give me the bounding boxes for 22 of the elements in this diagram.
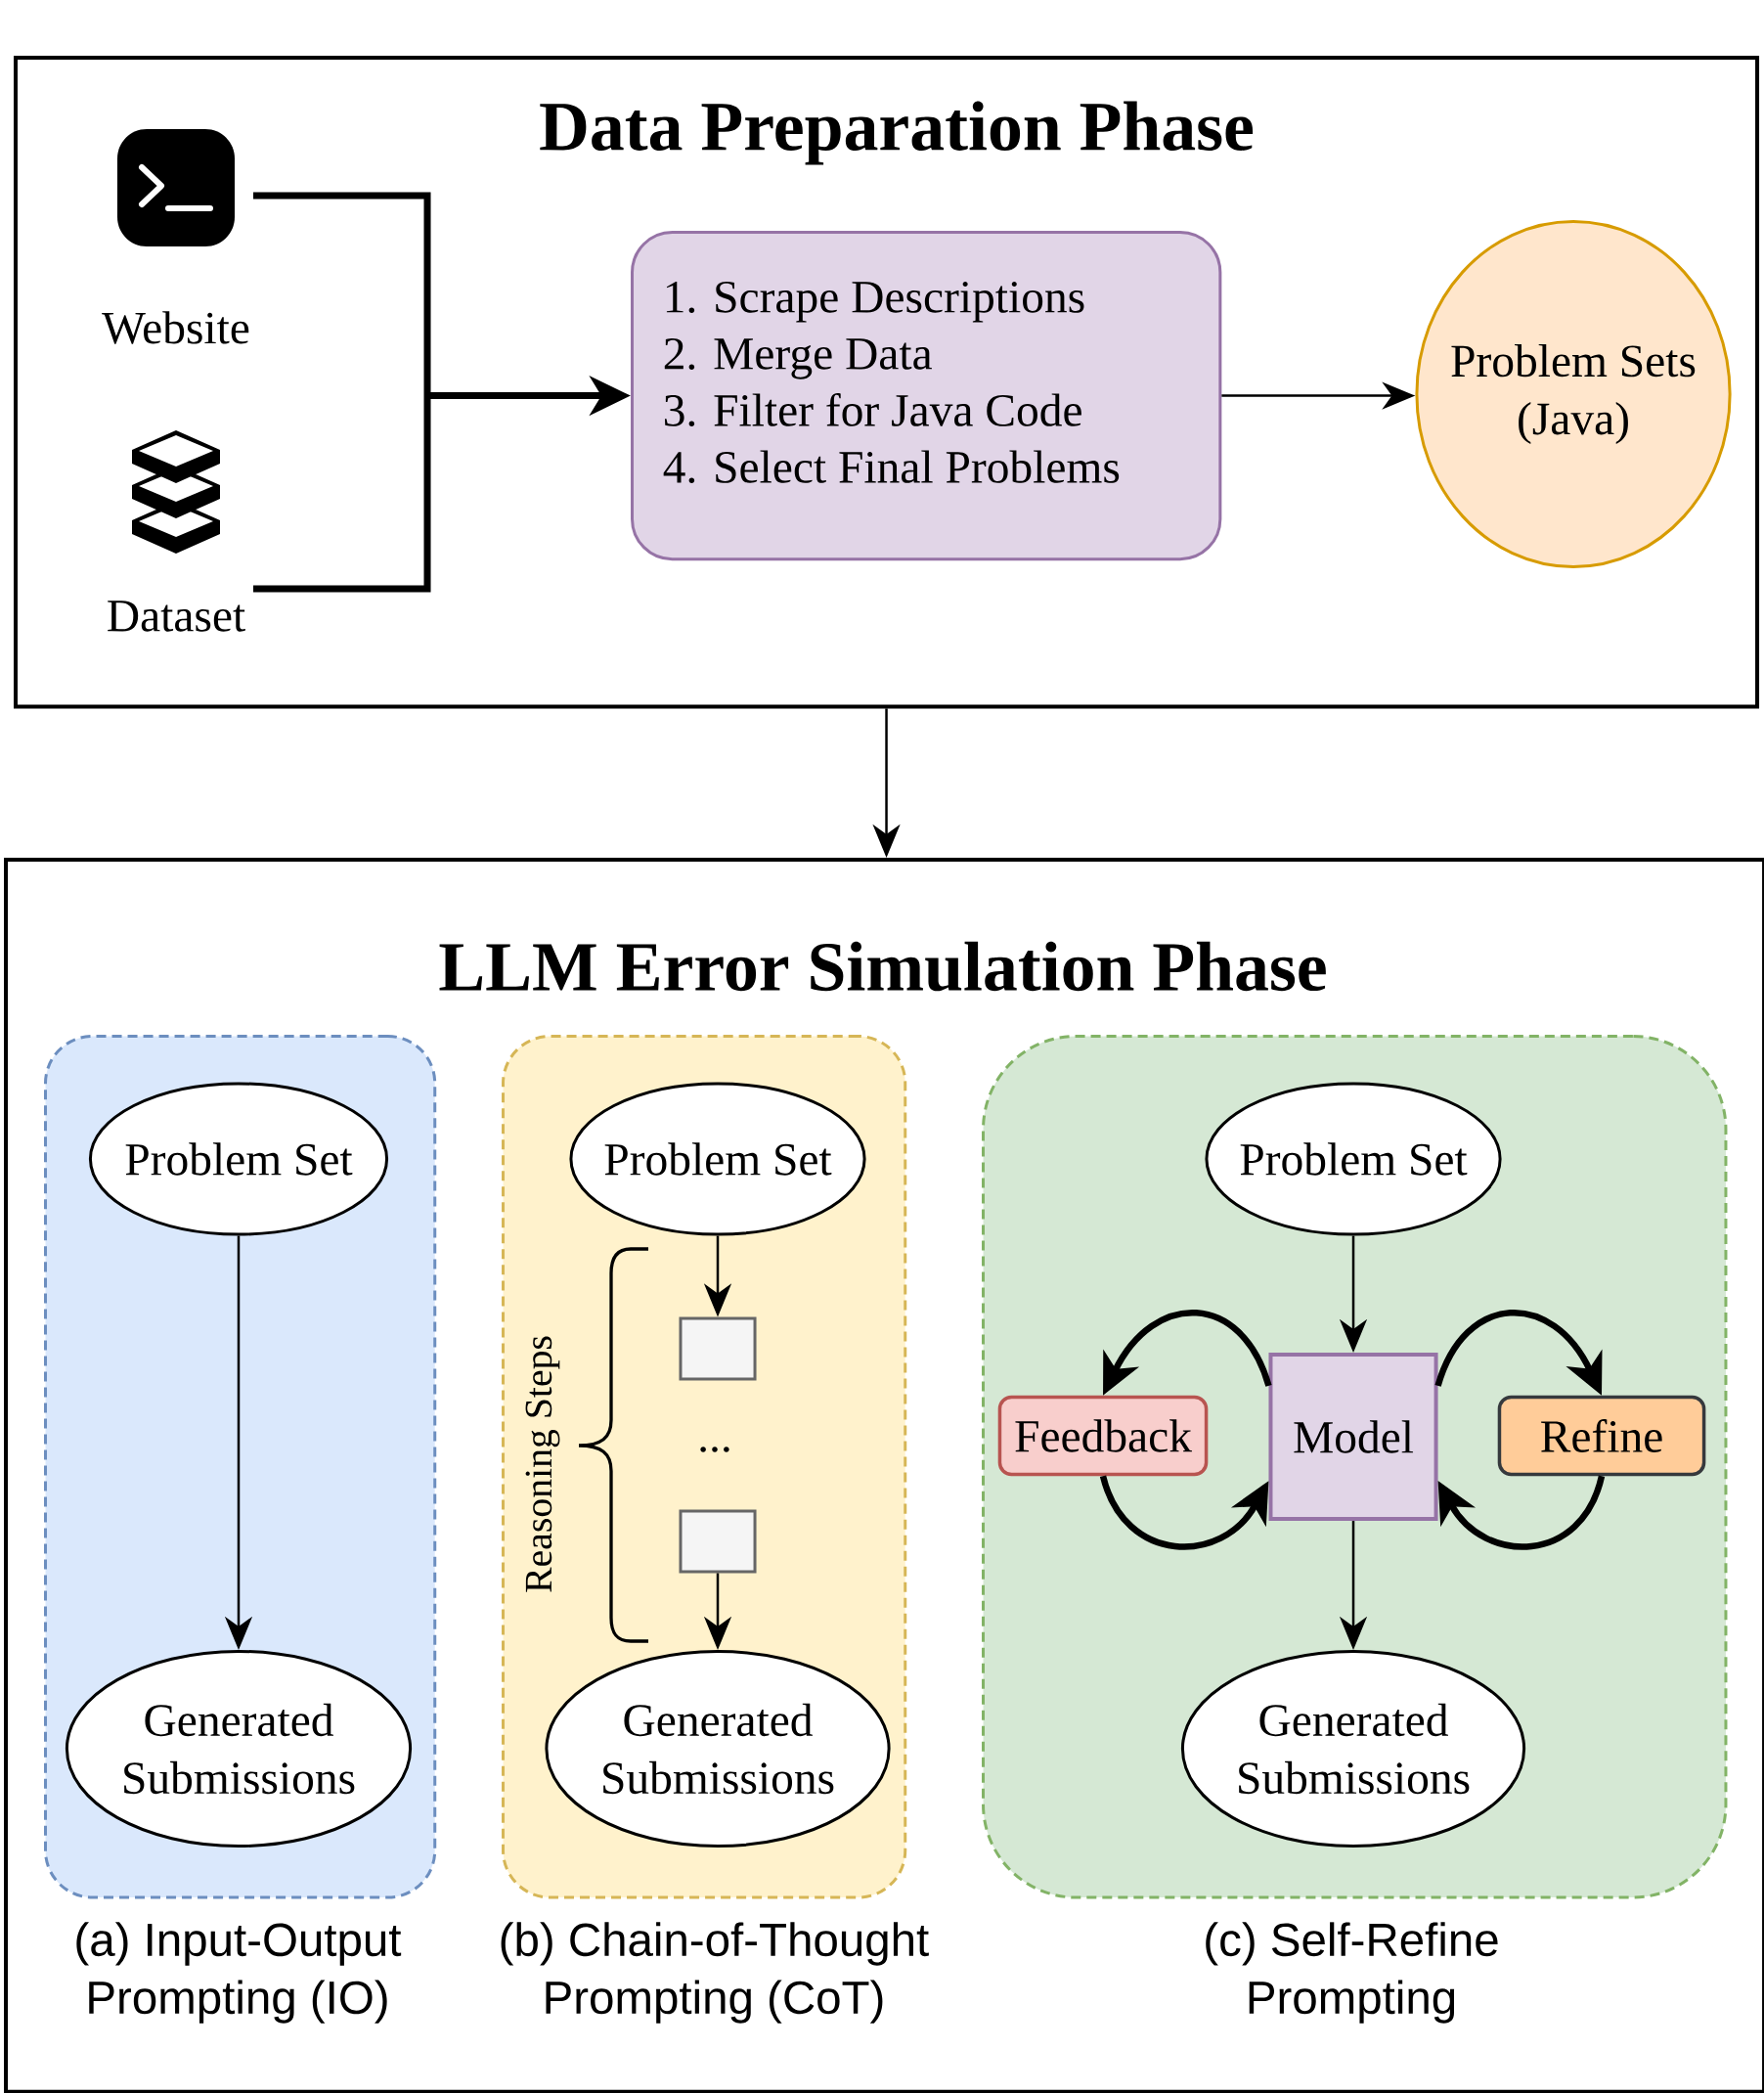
panel-caption: (b) Chain-of-Thought Prompting (CoT) [501, 1922, 929, 2024]
ellipse-node: Problem Set [1205, 1082, 1502, 1236]
ellipse-node: Generated Submissions [1180, 1649, 1526, 1848]
ellipsis-dots: ... [700, 1447, 729, 1452]
ellipse-node: Problem Set [569, 1082, 866, 1236]
process-box: 1. Scrape Descriptions 2. Merge Data 3. Filter for Java Code 4. Select Final Problems [631, 231, 1222, 561]
square-box: Model [1268, 1352, 1438, 1522]
source-label: Dataset [108, 601, 245, 632]
process-box: Refine [1497, 1395, 1706, 1477]
step-box [679, 1509, 757, 1574]
panel-title: LLM Error Simulation Phase [439, 941, 1326, 992]
ellipse-node: Generated Submissions [65, 1649, 413, 1848]
panel-caption: (a) Input-Output Prompting (IO) [76, 1922, 402, 2024]
side-label: Reasoning Steps [525, 1336, 560, 1592]
panel-caption: (c) Self-Refine Prompting [1206, 1922, 1498, 2024]
source-label: Website [102, 311, 249, 344]
ellipse-node: Problem Set [88, 1082, 389, 1236]
circle-node: Problem Sets (Java) [1415, 219, 1732, 569]
ellipse-node: Generated Submissions [545, 1649, 891, 1848]
panel-title: Data Preparation Phase [540, 101, 1254, 165]
step-box [679, 1316, 757, 1381]
process-box: Feedback [997, 1395, 1209, 1477]
